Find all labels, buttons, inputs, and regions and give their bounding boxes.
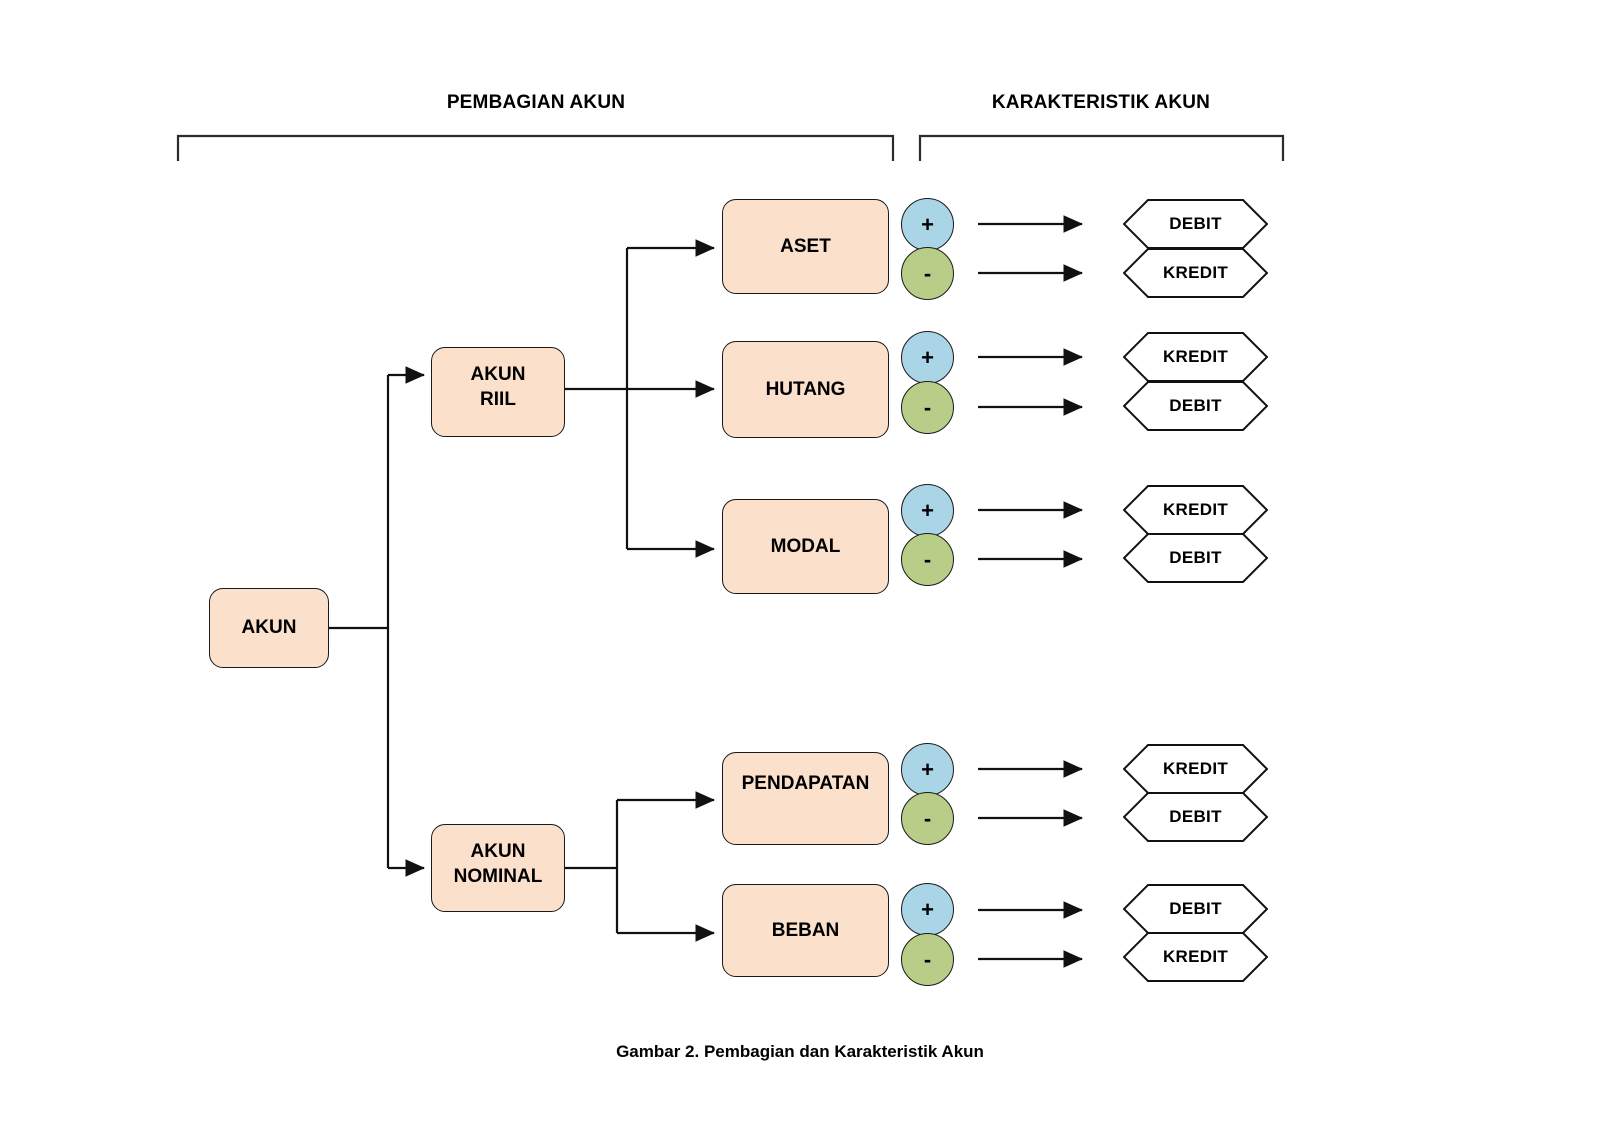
node-beban[interactable]: BEBAN [722, 884, 889, 977]
sign-plus-pendapatan: + [901, 743, 954, 796]
section-title-karakteristik: KARAKTERISTIK AKUN [961, 92, 1241, 114]
node-pendapatan-label: PENDAPATAN [741, 773, 870, 794]
hex-pendapatan-minus-label: DEBIT [1169, 807, 1222, 826]
node-akun-nominal-label: AKUN NOMINAL [453, 841, 543, 888]
node-aset[interactable]: ASET [722, 199, 889, 294]
hex-beban-minus-label: KREDIT [1162, 947, 1229, 966]
sign-minus-beban: - [901, 933, 954, 986]
sign-minus-pendapatan: - [901, 792, 954, 845]
node-beban-label: BEBAN [771, 919, 840, 941]
sign-minus-hutang: - [901, 381, 954, 434]
node-modal-label: MODAL [770, 535, 841, 557]
hex-modal-plus-result: KREDIT [1123, 485, 1268, 535]
node-akun-riil-label: AKUN RIIL [470, 364, 526, 411]
node-pendapatan[interactable]: PENDAPATAN [722, 752, 889, 845]
sign-plus-aset-label: + [921, 211, 934, 237]
hex-beban-plus-label: DEBIT [1169, 899, 1222, 918]
sign-minus-pendapatan-label: - [923, 805, 932, 831]
hex-aset-minus-label: KREDIT [1162, 263, 1229, 282]
hex-modal-plus-label: KREDIT [1162, 500, 1229, 519]
figure-caption-label: Gambar 2. Pembagian dan Karakteristik Ak… [616, 1042, 984, 1061]
hex-pendapatan-plus-label: KREDIT [1162, 759, 1229, 778]
hex-aset-minus-result: KREDIT [1123, 248, 1268, 298]
section-title-karakteristik-label: KARAKTERISTIK AKUN [991, 92, 1211, 113]
section-title-pembagian-label: PEMBAGIAN AKUN [446, 92, 626, 113]
sign-minus-aset-label: - [923, 260, 932, 286]
node-akun-label: AKUN [241, 617, 297, 639]
node-modal[interactable]: MODAL [722, 499, 889, 594]
sign-plus-modal-label: + [921, 497, 934, 523]
hex-modal-minus-result: DEBIT [1123, 533, 1268, 583]
node-hutang-label: HUTANG [765, 378, 846, 400]
sign-plus-beban-label: + [921, 896, 934, 922]
sign-plus-modal: + [901, 484, 954, 537]
hex-beban-minus-result: KREDIT [1123, 932, 1268, 982]
sign-minus-modal-label: - [923, 546, 932, 572]
node-akun[interactable]: AKUN [209, 588, 329, 668]
hex-pendapatan-minus-result: DEBIT [1123, 792, 1268, 842]
sign-plus-hutang: + [901, 331, 954, 384]
sign-minus-hutang-label: - [923, 394, 932, 420]
figure-caption: Gambar 2. Pembagian dan Karakteristik Ak… [400, 1042, 1200, 1062]
hex-aset-plus-result: DEBIT [1123, 199, 1268, 249]
hex-hutang-plus-result: KREDIT [1123, 332, 1268, 382]
node-aset-label: ASET [780, 235, 831, 257]
hex-hutang-plus-label: KREDIT [1162, 347, 1229, 366]
hex-aset-plus-label: DEBIT [1169, 214, 1222, 233]
hex-beban-plus-result: DEBIT [1123, 884, 1268, 934]
sign-plus-pendapatan-label: + [921, 756, 934, 782]
node-akun-nominal[interactable]: AKUN NOMINAL [431, 824, 565, 912]
node-akun-riil[interactable]: AKUN RIIL [431, 347, 565, 437]
sign-minus-aset: - [901, 247, 954, 300]
section-title-pembagian: PEMBAGIAN AKUN [396, 92, 676, 114]
sign-minus-beban-label: - [923, 946, 932, 972]
node-hutang[interactable]: HUTANG [722, 341, 889, 438]
hex-pendapatan-plus-result: KREDIT [1123, 744, 1268, 794]
hex-modal-minus-label: DEBIT [1169, 548, 1222, 567]
sign-plus-beban: + [901, 883, 954, 936]
hex-hutang-minus-result: DEBIT [1123, 381, 1268, 431]
sign-plus-hutang-label: + [921, 344, 934, 370]
sign-plus-aset: + [901, 198, 954, 251]
hex-hutang-minus-label: DEBIT [1169, 396, 1222, 415]
sign-minus-modal: - [901, 533, 954, 586]
